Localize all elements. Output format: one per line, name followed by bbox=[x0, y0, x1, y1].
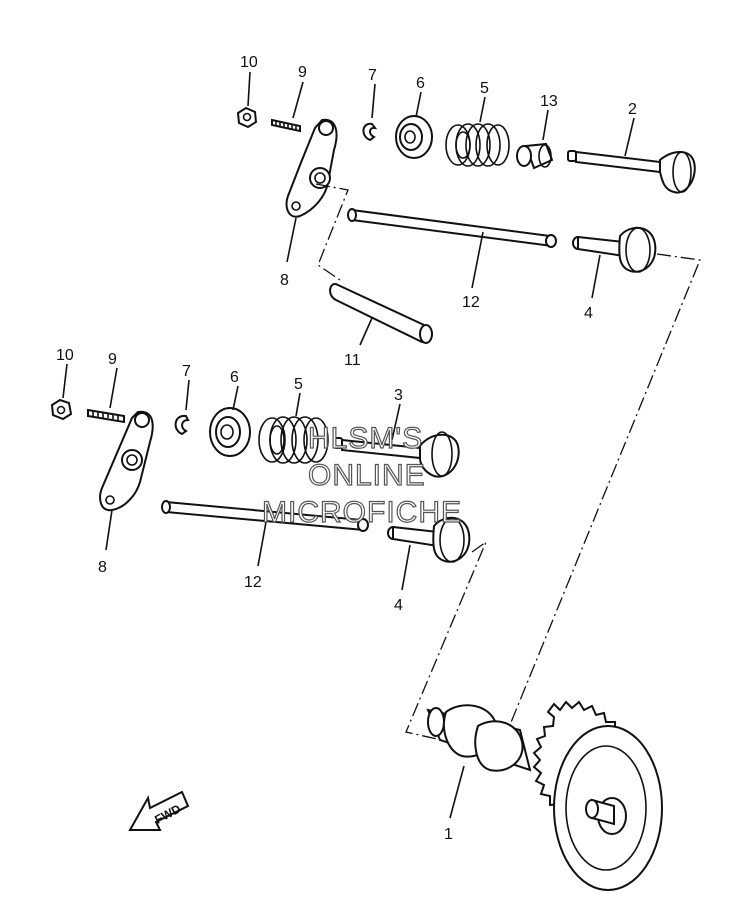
callout-8-top: 8 bbox=[280, 272, 289, 289]
callout-6-bottom: 6 bbox=[230, 369, 239, 386]
callout-13-top: 13 bbox=[540, 93, 558, 110]
adjust-screw-bottom bbox=[87, 408, 125, 424]
valve-stem-seal-top bbox=[516, 142, 554, 170]
valve-exhaust bbox=[567, 150, 696, 194]
callout-7-top: 7 bbox=[368, 67, 377, 84]
tappet-bottom bbox=[387, 516, 471, 563]
push-rod-top bbox=[347, 208, 557, 248]
callout-10-top: 10 bbox=[240, 54, 258, 71]
callout-4-bottom: 4 bbox=[394, 597, 403, 614]
callout-1: 1 bbox=[444, 826, 453, 843]
tappet-top bbox=[572, 226, 657, 273]
watermark-line-1: HLSM'S bbox=[308, 422, 423, 455]
nut-part-top bbox=[236, 106, 258, 129]
callout-8-bottom: 8 bbox=[98, 559, 107, 576]
spring-retainer-bottom bbox=[209, 407, 251, 457]
callout-10-bottom: 10 bbox=[56, 347, 74, 364]
rocker-shaft bbox=[329, 283, 433, 344]
valve-keeper-top bbox=[362, 122, 378, 142]
callout-3: 3 bbox=[394, 387, 403, 404]
spring-retainer-top bbox=[395, 115, 433, 159]
callout-9-bottom: 9 bbox=[108, 351, 117, 368]
watermark: HLSM'S ONLINE MICROFICHE bbox=[261, 421, 462, 529]
rocker-arm-bottom bbox=[99, 410, 154, 512]
callout-12-bottom: 12 bbox=[244, 574, 262, 591]
callout-7-bottom: 7 bbox=[182, 363, 191, 380]
callout-6-top: 6 bbox=[416, 75, 425, 92]
callout-5-bottom: 5 bbox=[294, 376, 303, 393]
push-rod-bottom bbox=[161, 500, 369, 532]
callout-11: 11 bbox=[344, 352, 361, 369]
watermark-line-2: ONLINE bbox=[308, 459, 426, 492]
watermark-line-3: MICROFICHE bbox=[262, 496, 462, 529]
callout-5-top: 5 bbox=[480, 80, 489, 97]
rocker-arm-top bbox=[285, 118, 338, 218]
valve-keeper-bottom bbox=[174, 414, 190, 436]
adjust-screw-top bbox=[271, 118, 301, 133]
callout-2: 2 bbox=[628, 101, 637, 118]
callout-12-top: 12 bbox=[462, 294, 480, 311]
valve-intake bbox=[333, 431, 460, 478]
nut-part-bottom bbox=[50, 398, 73, 421]
callout-4-top: 4 bbox=[584, 305, 593, 322]
fwd-arrow-icon: FWD bbox=[128, 790, 190, 831]
callout-9-top: 9 bbox=[298, 64, 307, 81]
valve-spring-top bbox=[445, 123, 510, 167]
valve-spring-bottom bbox=[258, 416, 329, 464]
camshaft bbox=[426, 700, 663, 891]
